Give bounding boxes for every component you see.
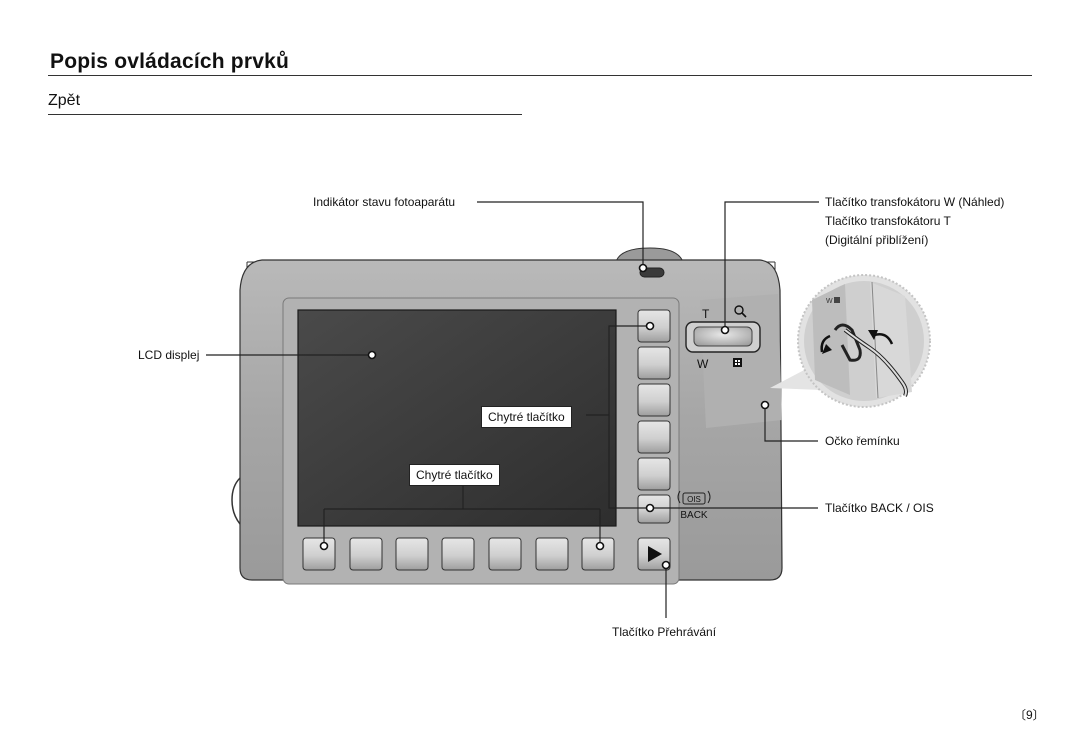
zoom-w-mark: W [697,357,709,371]
label-lcd: LCD displej [138,348,200,362]
play-icon [648,546,662,562]
magnifier-icon [734,305,747,318]
thumbnail-grid-icon [733,358,742,367]
label-strap-eyelet: Očko řemínku [825,434,900,448]
label-smart-button-right: Chytré tlačítko [481,406,572,428]
subtitle-rule [48,114,522,115]
label-digital-zoom: (Digitální přiblížení) [825,233,929,247]
back-ois-icon: OIS BACK [677,490,711,521]
leader-lines [206,201,819,618]
svg-text:W: W [826,298,833,305]
section-subtitle: Zpět [48,92,81,109]
side-grip [231,477,241,525]
label-zoom-w: Tlačítko transfokátoru W (Náhled) [825,195,1005,209]
bottom-smart-buttons [302,537,615,571]
page-title: Popis ovládacích prvků [50,50,289,73]
label-back-ois: Tlačítko BACK / OIS [825,501,934,515]
label-status-indicator: Indikátor stavu fotoaparátu [313,195,456,209]
label-smart-button-bottom: Chytré tlačítko [409,464,500,486]
label-zoom-t: Tlačítko transfokátoru T [825,214,951,228]
label-playback: Tlačítko Přehrávání [612,625,717,639]
title-rule [48,75,1032,76]
top-hump [615,247,684,263]
page-number: 〔9〕 [1014,708,1045,722]
zoom-t-mark: T [702,307,710,321]
callout-dots [319,263,770,570]
svg-text:BACK: BACK [680,510,708,521]
svg-text:OIS: OIS [687,495,701,504]
